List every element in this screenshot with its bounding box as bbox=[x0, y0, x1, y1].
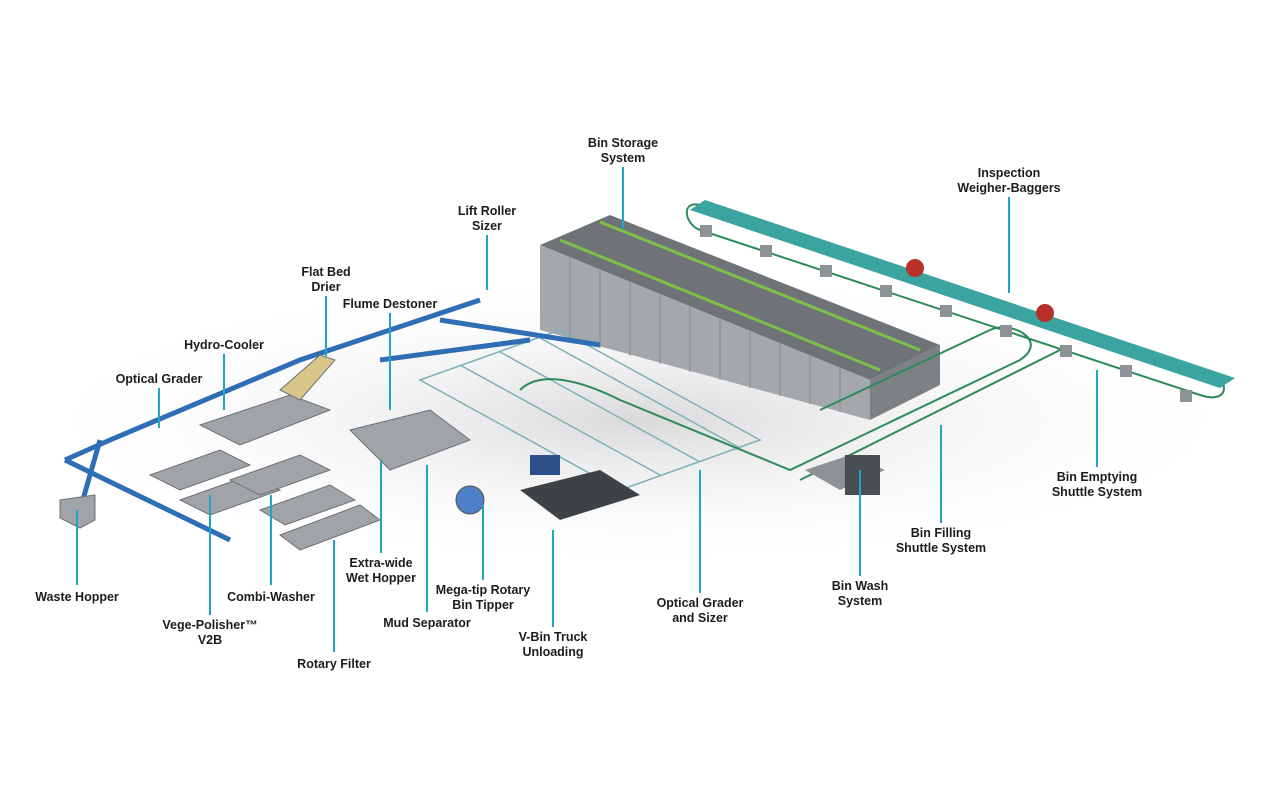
label-line: Sizer bbox=[472, 219, 502, 233]
label-line: Bin Storage bbox=[587, 136, 659, 150]
label-line: Extra-wide bbox=[349, 556, 413, 570]
label-line: System bbox=[837, 594, 883, 608]
label-line: Mega-tip Rotary bbox=[435, 583, 531, 597]
label-waste-hopper: Waste Hopper bbox=[35, 590, 119, 605]
truck-and-tipper-graphic bbox=[455, 455, 640, 520]
leader-line bbox=[209, 495, 211, 615]
label-line: Inspection bbox=[977, 166, 1041, 180]
bin-wash-graphic bbox=[805, 455, 885, 495]
leader-line bbox=[223, 354, 225, 410]
label-line: Bin Emptying bbox=[1056, 470, 1138, 484]
label-line: V-Bin Truck bbox=[518, 630, 588, 644]
leader-line bbox=[1008, 197, 1010, 293]
label-line: Shuttle System bbox=[1051, 485, 1143, 499]
leader-line bbox=[622, 167, 624, 229]
leader-line bbox=[380, 460, 382, 553]
optical-grader-and-sizer-graphic bbox=[418, 329, 762, 491]
label-line: System bbox=[600, 151, 646, 165]
label-mud-separator: Mud Separator bbox=[383, 616, 471, 631]
leader-line bbox=[552, 530, 554, 627]
label-line: Rotary Filter bbox=[297, 657, 371, 671]
leader-line bbox=[325, 296, 327, 356]
label-line: Shuttle System bbox=[895, 541, 987, 555]
leader-line bbox=[76, 510, 78, 585]
leader-line bbox=[333, 540, 335, 652]
leader-line bbox=[940, 425, 942, 523]
leader-line bbox=[699, 470, 701, 593]
label-line: Bin Filling bbox=[910, 526, 972, 540]
label-line: Bin Wash bbox=[831, 579, 889, 593]
label-line: and Sizer bbox=[672, 611, 728, 625]
label-line: Lift Roller bbox=[457, 204, 517, 218]
leader-line bbox=[158, 388, 160, 428]
bin-storage-system-graphic bbox=[540, 215, 940, 420]
washing-machinery-graphic bbox=[59, 354, 472, 551]
label-line: Flat Bed bbox=[301, 265, 351, 279]
leader-line bbox=[426, 465, 428, 612]
label-combi-washer: Combi-Washer bbox=[227, 590, 315, 605]
label-line: Wet Hopper bbox=[346, 571, 416, 585]
label-line: Drier bbox=[311, 280, 341, 294]
leader-line bbox=[486, 235, 488, 290]
label-line: Optical Grader bbox=[115, 372, 203, 386]
leader-line bbox=[482, 505, 484, 580]
label-line: Mud Separator bbox=[383, 616, 471, 630]
label-line: Waste Hopper bbox=[35, 590, 119, 604]
label-line: Weigher-Baggers bbox=[957, 181, 1061, 195]
label-line: Combi-Washer bbox=[227, 590, 315, 604]
label-line: Unloading bbox=[522, 645, 584, 659]
inspection-weigher-baggers-graphic bbox=[690, 200, 1235, 402]
label-line: Optical Grader bbox=[656, 596, 744, 610]
leader-line bbox=[1096, 370, 1098, 467]
label-line: Hydro-Cooler bbox=[184, 338, 264, 352]
label-rotary-filter: Rotary Filter bbox=[297, 657, 371, 672]
label-flume-destoner: Flume Destoner bbox=[343, 297, 437, 312]
label-line: V2B bbox=[197, 633, 223, 647]
leader-line bbox=[859, 470, 861, 576]
label-hydro-cooler: Hydro-Cooler bbox=[184, 338, 264, 353]
label-line: Vege-Polisher™ bbox=[162, 618, 258, 632]
leader-line bbox=[270, 495, 272, 585]
leader-line bbox=[389, 313, 391, 410]
label-line: Bin Tipper bbox=[452, 598, 514, 612]
label-line: Flume Destoner bbox=[342, 297, 438, 311]
label-optical-grader: Optical Grader bbox=[116, 372, 203, 387]
